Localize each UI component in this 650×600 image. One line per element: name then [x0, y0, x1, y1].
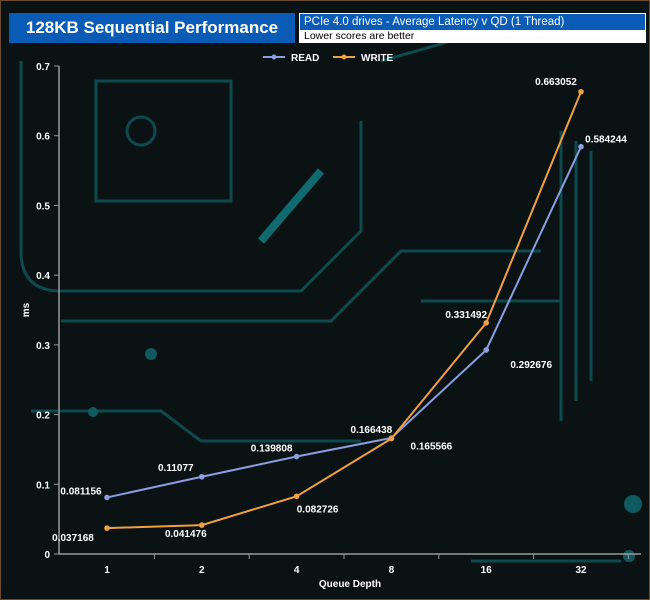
data-point-write — [388, 435, 395, 442]
data-label-write: 0.082726 — [297, 504, 339, 515]
data-label-write: 0.663052 — [535, 77, 577, 88]
legend-label-read: READ — [291, 53, 319, 64]
series-line-read — [106, 146, 582, 499]
data-point-write — [104, 525, 110, 531]
data-point-read — [199, 473, 205, 480]
chart-title: 128KB Sequential Performance — [9, 13, 295, 43]
x-tick-label: 2 — [199, 565, 205, 576]
y-tick-label: 0.1 — [36, 480, 50, 491]
data-label-read: 0.139808 — [251, 444, 293, 455]
data-label-read: 0.292676 — [510, 360, 552, 371]
data-point-write — [578, 88, 584, 95]
data-label-read: 0.081156 — [60, 486, 102, 497]
legend-marker-write — [341, 54, 347, 60]
data-point-write — [483, 320, 490, 326]
data-point-read — [483, 347, 490, 353]
series-line-write — [106, 91, 582, 530]
x-tick-label: 32 — [575, 565, 587, 576]
data-label-read: 0.11077 — [158, 463, 194, 474]
y-tick-label: 0.5 — [36, 201, 50, 212]
data-label-write: 0.165566 — [411, 442, 453, 453]
data-label-write: 0.331492 — [445, 310, 487, 321]
y-tick-label: 0.6 — [36, 132, 50, 143]
y-tick-label: 0.7 — [36, 62, 50, 73]
y-axis-title: ms — [21, 302, 32, 317]
y-tick-label: 0.4 — [36, 271, 50, 282]
legend-label-write: WRITE — [361, 53, 394, 64]
x-tick-label: 16 — [481, 565, 493, 576]
x-tick-label: 8 — [389, 565, 395, 576]
y-tick-label: 0.3 — [36, 341, 50, 352]
y-tick-label: 0.2 — [36, 411, 50, 422]
data-label-read: 0.584244 — [585, 135, 627, 146]
data-label-write: 0.041476 — [165, 529, 207, 540]
data-label-write: 0.037168 — [52, 533, 94, 544]
data-point-read — [578, 143, 584, 150]
x-axis-title: Queue Depth — [319, 579, 381, 590]
legend-marker-read — [271, 54, 277, 60]
subtitle-box: PCIe 4.0 drives - Average Latency v QD (… — [299, 13, 646, 43]
chart-note: Lower scores are better — [300, 30, 645, 42]
data-point-write — [293, 493, 300, 500]
y-tick-label: 0 — [44, 550, 50, 561]
x-tick-label: 1 — [104, 565, 110, 576]
data-point-read — [293, 453, 300, 460]
chart-subtitle: PCIe 4.0 drives - Average Latency v QD (… — [300, 14, 645, 30]
data-point-read — [104, 494, 110, 501]
x-tick-label: 4 — [294, 565, 300, 576]
data-label-read: 0.166438 — [351, 425, 393, 436]
data-point-write — [199, 522, 205, 528]
